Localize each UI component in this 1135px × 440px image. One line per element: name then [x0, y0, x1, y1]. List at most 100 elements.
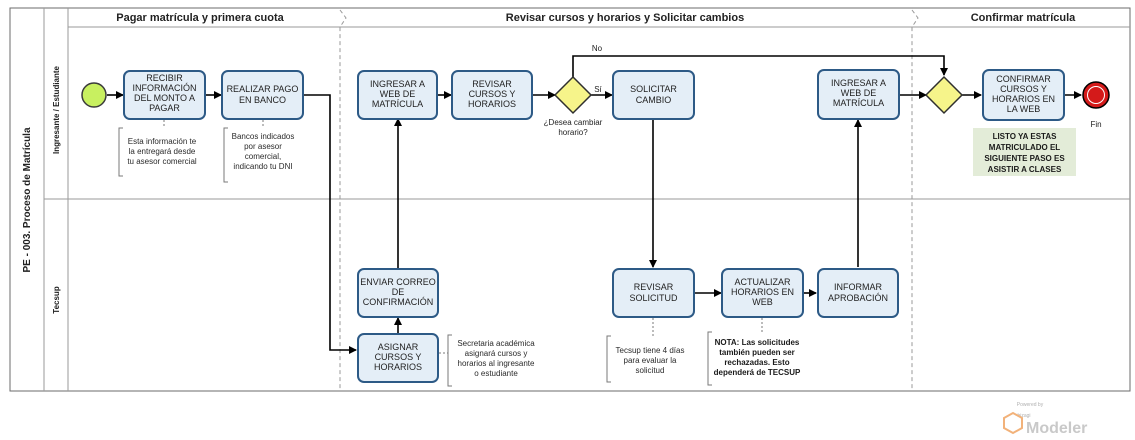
- task-text: REALIZAR PAGO: [227, 84, 299, 94]
- task-text: CURSOS Y: [375, 352, 422, 362]
- task-actualizar-horarios[interactable]: ACTUALIZAR HORARIOS EN WEB: [721, 268, 804, 318]
- gateway-desea-cambiar[interactable]: [553, 75, 593, 115]
- annotation-final-note: LISTO YA ESTAS MATRICULADO EL SIGUIENTE …: [973, 128, 1076, 176]
- start-event[interactable]: [81, 82, 107, 108]
- annotation-pago: Bancos indicados por asesor comercial, i…: [223, 120, 295, 183]
- watermark-brand: Modeler: [1026, 420, 1087, 437]
- annotation-text: Secretaria académica: [457, 339, 535, 348]
- annotation-text: horarios al ingresante: [458, 359, 535, 368]
- task-text: INGRESAR A: [370, 79, 425, 89]
- task-text: PAGAR: [149, 103, 180, 113]
- task-text: SOLICITUD: [629, 293, 678, 303]
- task-revisar-solicitud[interactable]: REVISAR SOLICITUD: [612, 268, 695, 318]
- task-text: HORARIOS: [374, 362, 422, 372]
- task-text: ENVIAR CORREO: [360, 277, 436, 287]
- task-text: CURSOS Y: [1000, 84, 1047, 94]
- end-event-inner: [1087, 86, 1105, 104]
- gateway-label-line-2: horario?: [558, 128, 588, 137]
- annotation-text: dependerá de TECSUP: [714, 368, 801, 377]
- annotation-text: tu asesor comercial: [127, 157, 197, 166]
- task-text: WEB: [752, 297, 773, 307]
- task-text: WEB DE: [841, 88, 877, 98]
- gateway-merge[interactable]: [924, 75, 964, 115]
- sequence-flows: [107, 55, 1082, 354]
- phase-separator-2: [911, 9, 919, 391]
- task-text: INGRESAR A: [831, 78, 886, 88]
- phase-title-confirmar: Confirmar matrícula: [971, 12, 1076, 24]
- task-text: CURSOS Y: [469, 89, 516, 99]
- annotation-text: indicando tu DNI: [233, 162, 292, 171]
- annotation-text: LISTO YA ESTAS: [993, 132, 1058, 141]
- watermark-powered: Powered by: [1017, 402, 1044, 408]
- annotation-text: o estudiante: [474, 369, 518, 378]
- task-text: HORARIOS: [468, 99, 516, 109]
- annotation-text: Tecsup tiene 4 días: [616, 346, 685, 355]
- annotation-text: también pueden ser: [719, 348, 795, 357]
- annotation-recibir: Esta información te la entregará desde t…: [118, 120, 197, 177]
- watermark-brand-small: bizagi: [1017, 413, 1030, 419]
- annotation-asignar: Secretaria académica asignará cursos y h…: [439, 334, 535, 387]
- task-text: CONFIRMACIÓN: [363, 297, 434, 307]
- task-text: REVISAR: [472, 79, 512, 89]
- phase-title-revisar: Revisar cursos y horarios y Solicitar ca…: [506, 12, 744, 24]
- annotation-revisar-solicitud: Tecsup tiene 4 días para evaluar la soli…: [606, 318, 685, 383]
- annotation-actualizar: NOTA: Las solicitudes también pueden ser…: [707, 318, 801, 386]
- task-text: REVISAR: [634, 282, 674, 292]
- task-ingresar-web-2[interactable]: INGRESAR A WEB DE MATRÍCULA: [817, 69, 900, 120]
- annotation-text: NOTA: Las solicitudes: [715, 338, 800, 347]
- task-text: CAMBIO: [636, 95, 672, 105]
- task-text: APROBACIÓN: [828, 293, 888, 303]
- flow-pago-asignar: [303, 94, 357, 354]
- task-text: RECIBIR: [146, 73, 183, 83]
- final-note-box: [973, 128, 1076, 176]
- flow-gateway-no: [572, 55, 948, 77]
- phase-separator-1: [339, 9, 347, 391]
- task-text: HORARIOS EN: [992, 94, 1055, 104]
- end-label: Fin: [1090, 120, 1101, 129]
- flow-label-no: No: [592, 44, 603, 53]
- annotation-text: ASISTIR A CLASES: [988, 165, 1062, 174]
- annotation-text: Esta información te: [128, 137, 197, 146]
- annotation-text: comercial,: [245, 152, 281, 161]
- task-text: CONFIRMAR: [996, 74, 1051, 84]
- annotation-text: por asesor: [244, 142, 282, 151]
- end-event[interactable]: [1082, 81, 1110, 109]
- task-realizar-pago[interactable]: REALIZAR PAGO EN BANCO: [221, 70, 304, 120]
- task-text: INFORMAR: [834, 282, 882, 292]
- task-revisar-cursos[interactable]: REVISAR CURSOS Y HORARIOS: [451, 70, 533, 120]
- task-text: MATRÍCULA: [833, 98, 884, 108]
- task-text: MATRÍCULA: [372, 99, 423, 109]
- task-solicitar-cambio[interactable]: SOLICITAR CAMBIO: [612, 70, 695, 120]
- annotation-text: SIGUIENTE PASO ES: [984, 154, 1065, 163]
- bizagi-logo-icon: [1003, 411, 1023, 435]
- task-recibir-informacion[interactable]: RECIBIR INFORMACIÓN DEL MONTO A PAGAR: [123, 70, 206, 120]
- watermark: Powered by bizagi Modeler: [1003, 402, 1087, 437]
- annotation-text: para evaluar la: [624, 356, 677, 365]
- task-text: WEB DE: [380, 89, 416, 99]
- flow-label-si: Sí: [594, 85, 602, 94]
- lane-label-tecsup: Tecsup: [52, 286, 61, 314]
- task-text: INFORMACIÓN: [133, 83, 197, 93]
- pool-label: PE - 003. Proceso de Matrícula: [22, 127, 33, 272]
- annotation-text: solicitud: [636, 366, 665, 375]
- annotation-text: Bancos indicados: [232, 132, 295, 141]
- task-text: HORARIOS EN: [731, 287, 794, 297]
- gateway-label-line-1: ¿Desea cambiar: [544, 118, 603, 127]
- lane-label-estudiante: Ingresante / Estudiante: [52, 65, 61, 154]
- annotation-text: MATRICULADO EL: [989, 143, 1061, 152]
- task-text: ACTUALIZAR: [734, 277, 791, 287]
- task-text: EN BANCO: [239, 95, 286, 105]
- task-text: SOLICITAR: [630, 84, 677, 94]
- task-text: DEL MONTO A: [134, 93, 195, 103]
- task-text: ASIGNAR: [378, 342, 419, 352]
- annotation-text: la entregará desde: [129, 147, 196, 156]
- task-ingresar-web-1[interactable]: INGRESAR A WEB DE MATRÍCULA: [357, 70, 438, 120]
- task-enviar-correo[interactable]: ENVIAR CORREO DE CONFIRMACIÓN: [357, 268, 439, 318]
- task-confirmar-cursos[interactable]: CONFIRMAR CURSOS Y HORARIOS EN LA WEB: [982, 69, 1065, 121]
- annotation-text: asignará cursos y: [465, 349, 528, 358]
- phase-title-pagar: Pagar matrícula y primera cuota: [116, 12, 284, 24]
- task-text: LA WEB: [1007, 104, 1041, 114]
- task-informar-aprobacion[interactable]: INFORMAR APROBACIÓN: [817, 268, 899, 318]
- task-asignar-cursos[interactable]: ASIGNAR CURSOS Y HORARIOS: [357, 333, 439, 383]
